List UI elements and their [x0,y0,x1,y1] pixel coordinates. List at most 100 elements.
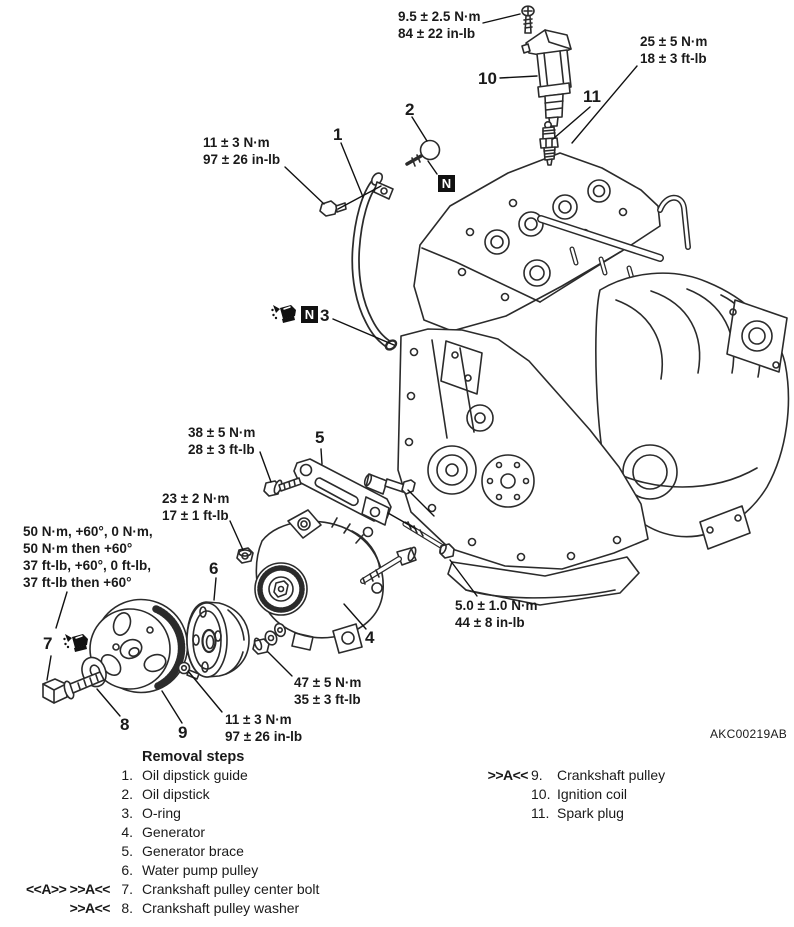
callout-7-center-bolt: 7 [43,634,53,653]
torque-line: 44 ± 8 in-lb [455,615,525,630]
callout-3-o-ring: 3 [320,306,330,325]
grease-icon [271,305,296,323]
step-label: Water pump pulley [142,862,259,878]
grease-icon [63,634,88,652]
list-item: 4. Generator [0,823,319,842]
torque-line: 17 ± 1 ft-lb [162,508,229,523]
step-number: 8. [121,900,133,916]
list-item: 5. Generator brace [0,842,319,861]
valve-cover [413,152,661,332]
step-number: 9. [531,767,543,783]
list-item: >>A<< 9. Crankshaft pulley [478,766,666,785]
list-item: 10. Ignition coil [478,785,665,804]
oil-pan [447,505,751,606]
coil-screw [521,5,535,34]
callout-1-oil-dipstick-guide: 1 [333,125,343,144]
step-number: 2. [121,786,133,802]
step-label: Generator [142,824,206,840]
non-reusable-symbol: N [438,175,455,192]
torque-line: 37 ft-lb, +60°, 0 ft-lb, [23,558,152,573]
torque-line: 18 ± 3 ft-lb [640,51,707,66]
torque-line: 38 ± 5 N·m [188,425,256,440]
torque-line: 47 ± 5 N·m [294,675,362,690]
torque-label-generator-nut: 47 ± 5 N·m 35 ± 3 ft-lb [294,674,361,708]
callout-6-water-pump-pulley: 6 [209,559,219,578]
list-item: 2. Oil dipstick [0,785,319,804]
removal-steps-title: Removal steps [142,749,245,765]
callout-5-generator-brace: 5 [315,428,325,447]
step-number: 11. [531,805,550,821]
callout-11-spark-plug: 11 [583,87,601,106]
torque-label-dipstick-guide-bolt: 11 ± 3 N·m 97 ± 26 in-lb [203,134,280,168]
water-pump-pulley [186,601,250,678]
pcv-pipe [657,194,691,250]
crankshaft-pulley-center-bolt [42,671,105,704]
step-label: Spark plug [557,805,624,821]
step-label: Crankshaft pulley washer [142,900,300,916]
torque-label-brace-bolt: 38 ± 5 N·m 28 ± 3 ft-lb [188,424,255,458]
generator [254,509,384,654]
torque-label-spark-plug: 25 ± 5 N·m 18 ± 3 ft-lb [640,33,707,67]
step-number: 7. [121,881,133,897]
torque-line: 97 ± 26 in-lb [203,152,281,167]
torque-line: 11 ± 3 N·m [203,135,270,150]
engine-block [397,328,649,570]
oil-dipstick-guide [351,172,394,349]
crankshaft-pulley [89,598,189,694]
step-number: 6. [121,862,133,878]
torque-line: 84 ± 22 in-lb [398,26,476,41]
list-item: 1. Oil dipstick guide [0,766,319,785]
list-item: <<A>> >>A<< 7. Crankshaft pulley center … [0,880,319,899]
list-item: >>A<< 8. Crankshaft pulley washer [0,899,319,918]
leader-lines [46,13,638,724]
step-label: Crankshaft pulley [557,767,666,783]
torque-label-brace-nut: 23 ± 2 N·m 17 ± 1 ft-lb [162,490,229,524]
step-label: Oil dipstick [142,786,210,802]
torque-label-water-pump-bolt: 11 ± 3 N·m 97 ± 26 in-lb [225,711,302,745]
step-number: 1. [121,767,133,783]
torque-line: 97 ± 26 in-lb [225,729,303,744]
callout-4-generator: 4 [365,628,375,647]
list-item: 6. Water pump pulley [0,861,319,880]
torque-label-generator-bolt: 5.0 ± 1.0 N·m 44 ± 8 in-lb [455,597,537,631]
ignition-coil [521,29,572,127]
torque-line: 28 ± 3 ft-lb [188,442,255,457]
step-number: 3. [121,805,133,821]
generator-brace [293,458,416,526]
generator-nut-washers [252,622,286,655]
torque-line: 11 ± 3 N·m [225,712,292,727]
removal-steps-left-list: 1. Oil dipstick guide 2. Oil dipstick 3.… [0,766,319,918]
callout-2-oil-dipstick: 2 [405,100,415,119]
step-label: Oil dipstick guide [142,767,248,783]
non-reusable-symbol: N [301,306,318,323]
dipstick-guide-bolt [319,200,347,217]
brace-bolt [263,477,302,497]
torque-label-coil-screw: 9.5 ± 2.5 N·m 84 ± 22 in-lb [398,8,480,42]
step-number: 4. [121,824,133,840]
reinstall-marker: <<A>> >>A<< [25,881,111,897]
torque-line: 35 ± 3 ft-lb [294,692,361,707]
torque-line: 9.5 ± 2.5 N·m [398,9,481,24]
step-label: Crankshaft pulley center bolt [142,881,320,897]
reinstall-marker: >>A<< [69,900,111,916]
step-number: 10. [531,786,551,802]
torque-line: 5.0 ± 1.0 N·m [455,598,538,613]
document-code: AKC00219AB [710,727,788,741]
generator-bolts [360,521,455,585]
removal-steps-right-list: >>A<< 9. Crankshaft pulley 10. Ignition … [478,766,666,823]
callout-8-washer: 8 [120,715,130,734]
torque-line: 37 ft-lb then +60° [23,575,132,590]
step-label: Ignition coil [557,786,628,802]
torque-label-crank-bolt: 50 N·m, +60°, 0 N·m, 50 N·m then +60° 37… [23,523,153,591]
torque-line: 50 N·m, +60°, 0 N·m, [23,524,153,539]
torque-line: 25 ± 5 N·m [640,34,708,49]
step-label: Generator brace [142,843,244,859]
callout-9-crankshaft-pulley: 9 [178,723,188,742]
water-pump-pulley-bolt [177,661,200,680]
list-item: 11. Spark plug [478,804,665,823]
callout-10-ignition-coil: 10 [478,69,497,88]
spark-plug [539,121,559,166]
step-number: 5. [121,843,133,859]
